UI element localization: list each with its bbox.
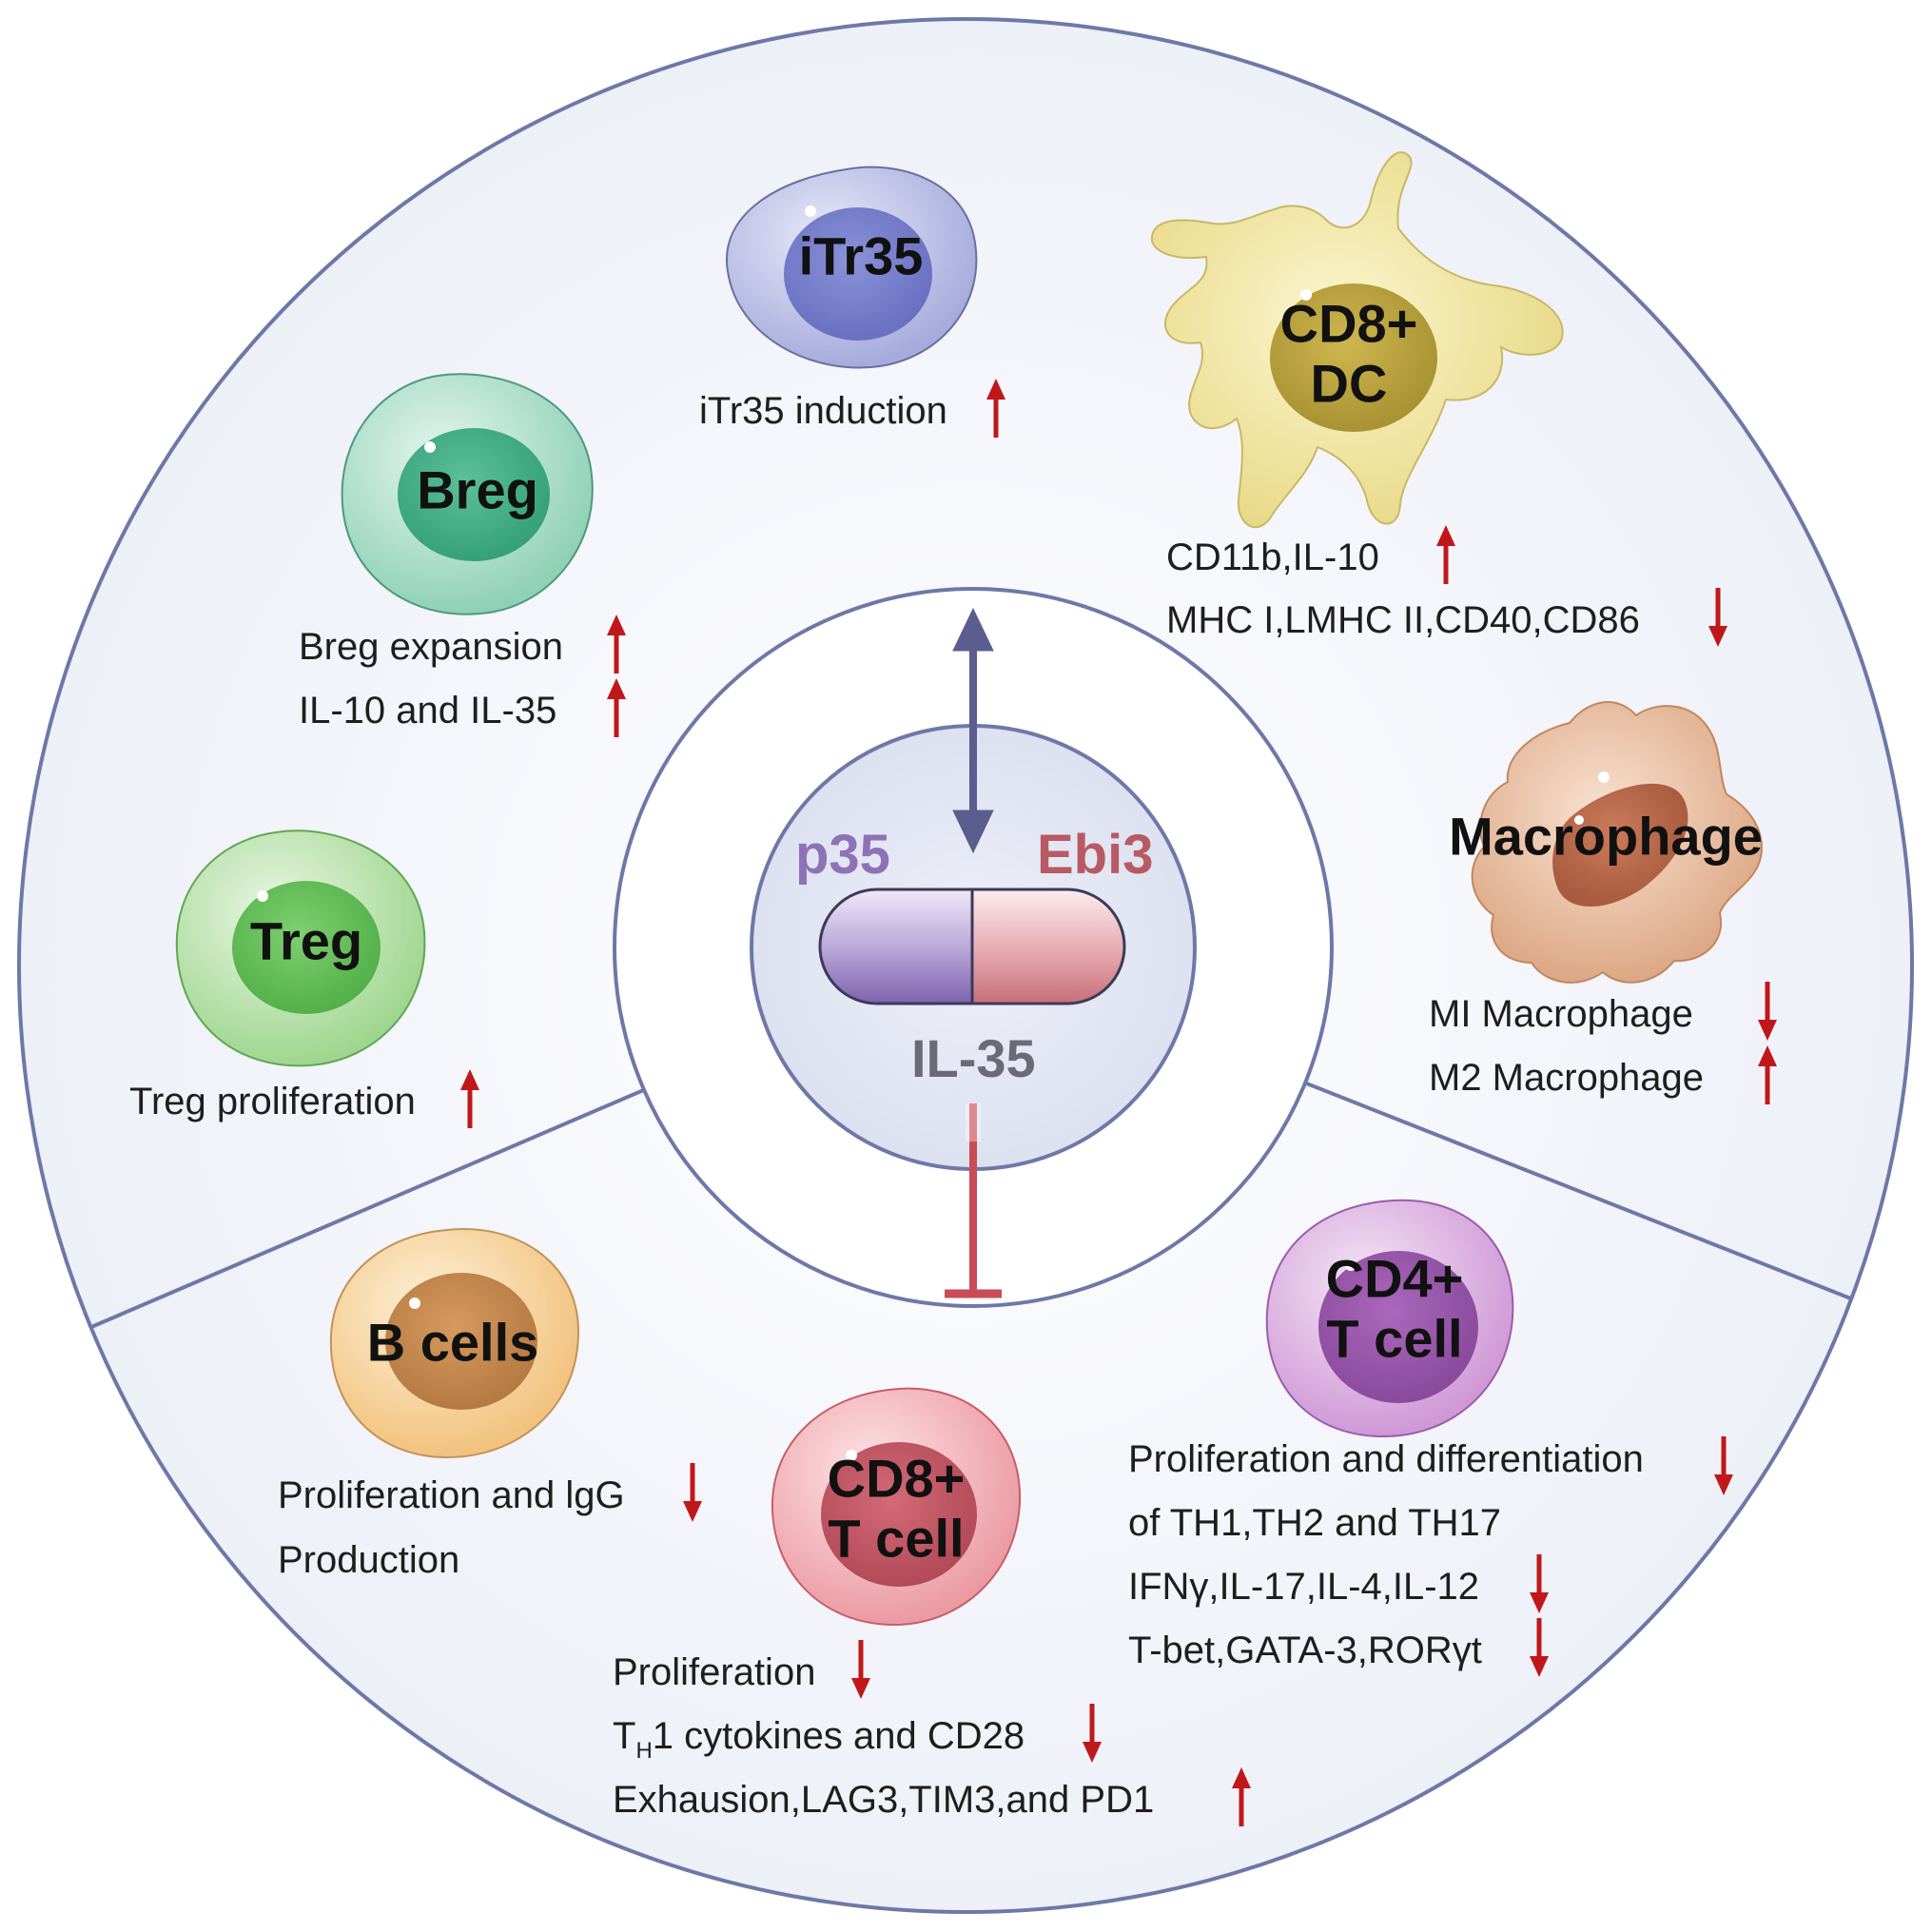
down-arrow-icon <box>851 1640 870 1699</box>
macrophage-cell-icon <box>1471 701 1763 984</box>
down-arrow-icon <box>683 1463 702 1522</box>
cd8-dc-effect-1: CD11b,IL-10 <box>1166 537 1379 578</box>
breg-cell-icon <box>341 373 594 615</box>
cd4-t-cell-effect-2: of TH1,TH2 and TH17 <box>1128 1502 1502 1544</box>
itr35-cell-icon <box>725 166 978 369</box>
bidirectional-arrow-icon <box>952 607 994 854</box>
down-arrow-icon <box>1708 588 1727 647</box>
cd8-t-cell-effect-1: Proliferation <box>613 1651 816 1693</box>
b-cells-effect-2: Production <box>278 1539 460 1581</box>
cd8-t-cell-name: CD8+T cell <box>827 1448 966 1568</box>
up-arrow-icon <box>1758 1045 1777 1104</box>
cd8-dc-cell-icon <box>1150 151 1564 529</box>
itr35-name: iTr35 <box>798 225 924 286</box>
cd8-t-cell-effect-3: Exhausion,LAG3,TIM3,and PD1 <box>613 1779 1155 1821</box>
inhibition-arrow-icon <box>945 1103 1002 1298</box>
treg-effect-1: Treg proliferation <box>129 1081 416 1122</box>
down-arrow-icon <box>1714 1436 1733 1495</box>
b-cell-icon <box>329 1228 580 1459</box>
b-cells-effect-1: Proliferation and lgG <box>278 1474 625 1516</box>
cd4-t-cell-effect-4: T-bet,GATA-3,RORγt <box>1128 1630 1482 1671</box>
il35-capsule-icon <box>818 888 1126 1005</box>
down-arrow-icon <box>1530 1554 1549 1613</box>
cd8-t-cell-effect-2: TH1 cytokines and CD28 <box>613 1715 1025 1764</box>
down-arrow-icon <box>1083 1704 1102 1763</box>
treg-name: Treg <box>249 910 363 971</box>
up-arrow-icon <box>460 1069 479 1128</box>
up-arrow-icon <box>607 678 626 737</box>
cd8-dc-name: CD8+DC <box>1279 293 1418 413</box>
up-arrow-icon <box>1232 1767 1251 1826</box>
itr35-effect-1: iTr35 induction <box>699 390 947 432</box>
up-arrow-icon <box>607 615 626 673</box>
cd8-dc-effect-2: MHC I,LMHC II,CD40,CD86 <box>1166 599 1640 641</box>
up-arrow-icon <box>1436 525 1455 584</box>
macrophage-name: Macrophage <box>1449 806 1763 867</box>
macrophage-effect-2: M2 Macrophage <box>1429 1057 1705 1099</box>
up-arrow-icon <box>986 379 1005 438</box>
cd4-t-cell-effect-3: IFNγ,IL-17,IL-4,IL-12 <box>1128 1566 1480 1608</box>
down-arrow-icon <box>1530 1618 1549 1677</box>
macrophage-effect-1: MI Macrophage <box>1429 993 1693 1035</box>
treg-cell-icon <box>175 829 426 1067</box>
breg-name: Breg <box>417 459 538 520</box>
cd4-t-cell-name: CD4+T cell <box>1325 1248 1464 1368</box>
b-cells-name: B cells <box>366 1312 539 1373</box>
ebi3-label: Ebi3 <box>1037 824 1154 886</box>
cd4-t-cell-icon <box>1265 1199 1514 1438</box>
regulation-arrows <box>460 379 1777 1826</box>
il35-label: IL-35 <box>911 1028 1036 1088</box>
breg-effect-2: IL-10 and IL-35 <box>299 690 557 732</box>
cd4-t-cell-effect-1: Proliferation and differentiation <box>1128 1438 1644 1480</box>
down-arrow-icon <box>1758 982 1777 1041</box>
p35-label: p35 <box>795 824 890 886</box>
breg-effect-1: Breg expansion <box>299 626 563 668</box>
cd8-t-cell-icon <box>771 1387 1022 1627</box>
